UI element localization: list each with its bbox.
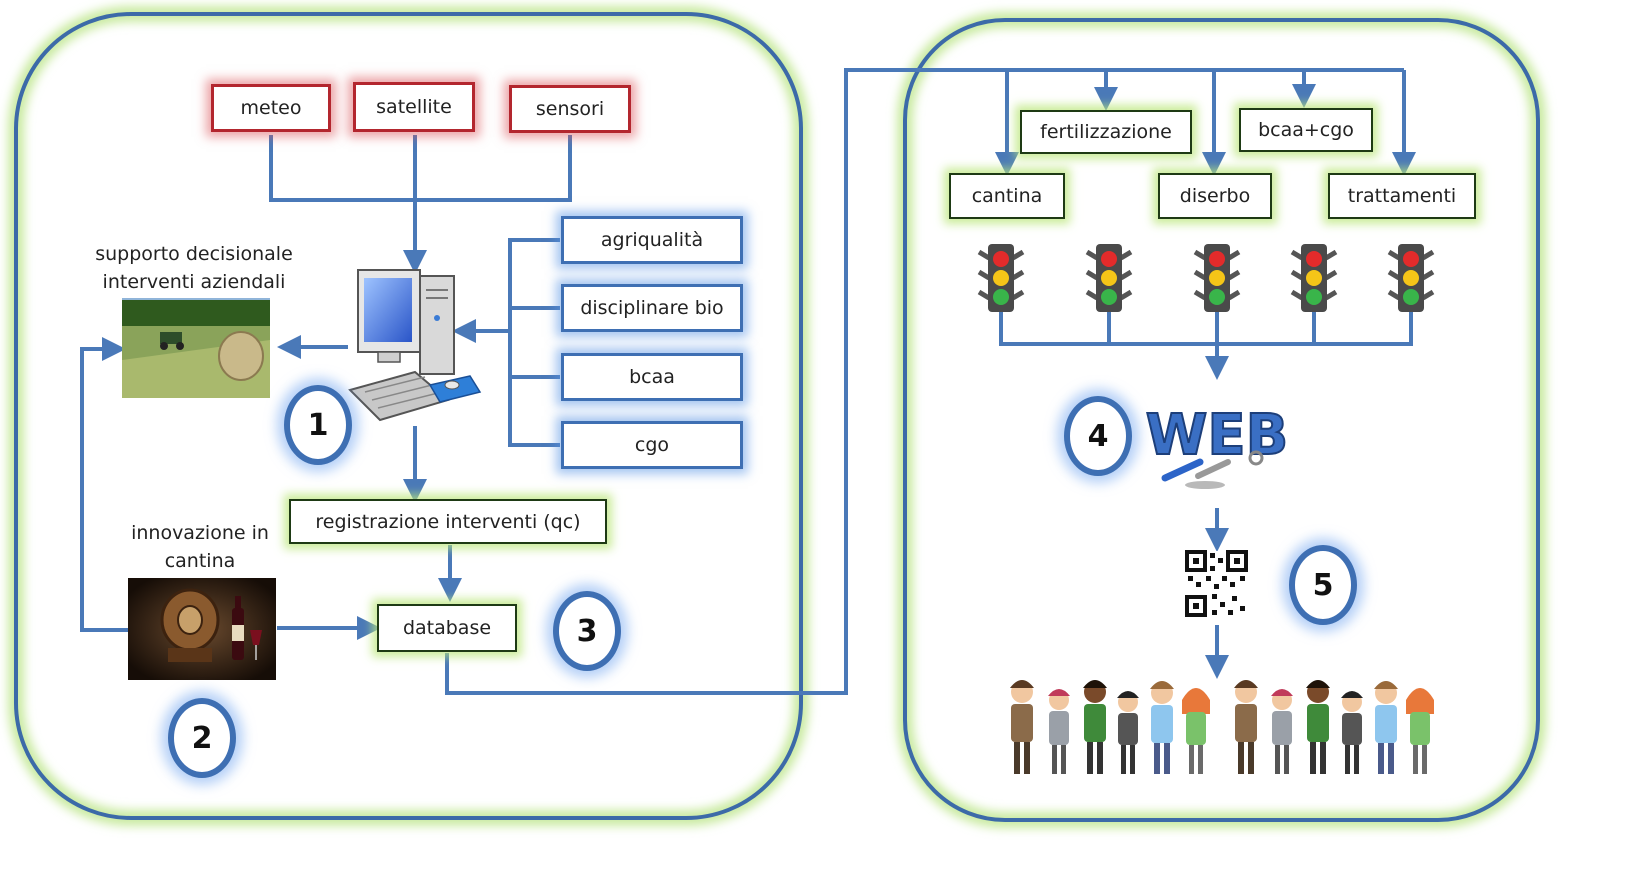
registration-box: registrazione interventi (qc) <box>289 499 607 544</box>
web-logo-icon: WEB <box>1145 402 1289 489</box>
person-icon <box>1083 680 1107 774</box>
person-icon <box>1341 691 1363 774</box>
support-caption-line2: interventi aziendali <box>102 271 286 293</box>
target-box-trattamenti: trattamenti <box>1328 173 1476 219</box>
traffic-light-icon <box>977 244 1025 312</box>
innovation-caption-line2: cantina <box>164 550 236 572</box>
traffic-light-icon <box>1085 244 1133 312</box>
target-box-fertilizzazione: fertilizzazione <box>1020 110 1192 154</box>
cellar-photo <box>128 578 276 680</box>
qr-code-icon <box>1185 550 1248 617</box>
people-group-icon <box>1010 680 1434 774</box>
person-icon <box>1010 680 1034 774</box>
person-icon <box>1374 681 1398 774</box>
source-box-sensori: sensori <box>509 85 631 133</box>
person-icon <box>1048 689 1070 774</box>
left-connectors <box>80 68 1404 695</box>
person-icon <box>1306 680 1330 774</box>
left-panel <box>8 6 809 826</box>
database-box: database <box>377 604 517 652</box>
traffic-lights <box>977 244 1435 312</box>
support-caption: supporto decisionale interventi aziendal… <box>84 240 304 296</box>
traffic-light-icon <box>1387 244 1435 312</box>
field-photo <box>122 298 270 398</box>
person-icon <box>1234 680 1258 774</box>
computer-icon <box>348 269 482 422</box>
rule-box-bcaa: bcaa <box>561 353 743 401</box>
support-caption-line1: supporto decisionale <box>95 243 293 265</box>
person-icon <box>1271 689 1293 774</box>
person-icon <box>1117 691 1139 774</box>
traffic-light-icon <box>1193 244 1241 312</box>
target-box-cantina: cantina <box>949 173 1065 219</box>
right-panel <box>897 12 1546 828</box>
step-badge-1: 1 <box>284 385 352 465</box>
step-badge-5: 5 <box>1289 545 1357 625</box>
person-icon <box>1150 681 1174 774</box>
person-icon <box>1182 688 1210 774</box>
innovation-caption-line1: innovazione in <box>131 522 269 544</box>
rule-box-cgo: cgo <box>561 421 743 469</box>
rule-box-disciplinare-bio: disciplinare bio <box>561 284 743 332</box>
target-box-diserbo: diserbo <box>1158 173 1272 219</box>
innovation-caption: innovazione in cantina <box>110 519 290 575</box>
target-box-bcaa-cgo: bcaa+cgo <box>1239 108 1373 152</box>
source-box-satellite: satellite <box>353 82 475 132</box>
step-badge-2: 2 <box>168 698 236 778</box>
web-logo-text: WEB <box>1146 403 1289 468</box>
source-box-meteo: meteo <box>211 84 331 132</box>
person-icon <box>1406 688 1434 774</box>
rule-box-agriqualita: agriqualità <box>561 216 743 264</box>
right-connectors <box>995 70 1416 679</box>
traffic-light-icon <box>1290 244 1338 312</box>
step-badge-4: 4 <box>1064 396 1132 476</box>
step-badge-3: 3 <box>553 591 621 671</box>
